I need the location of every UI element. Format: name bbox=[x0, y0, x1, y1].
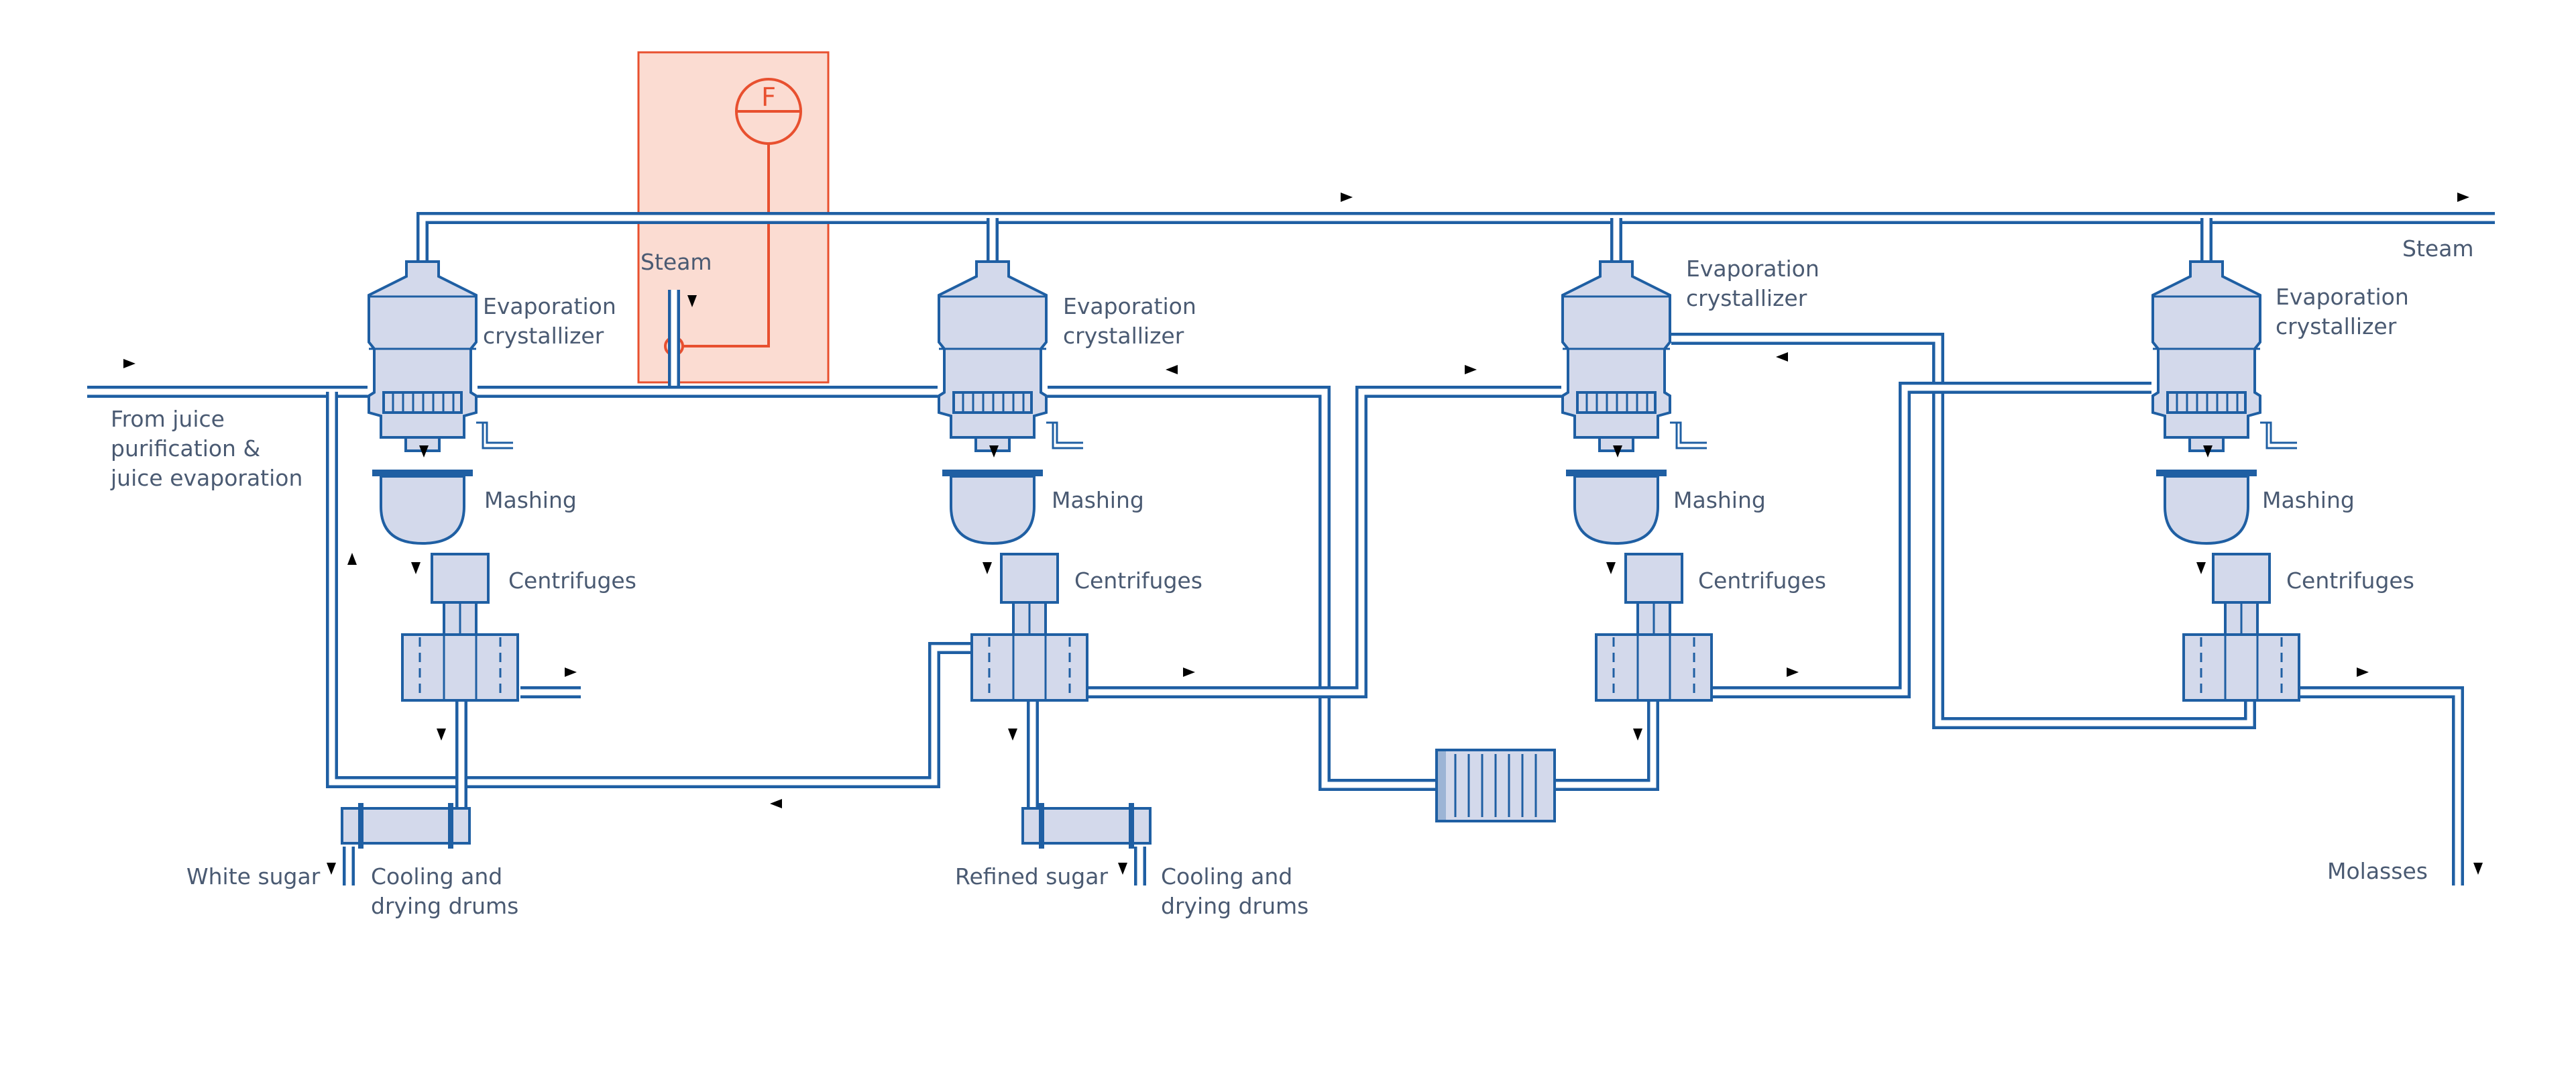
flow-arrow-icon bbox=[111, 359, 135, 368]
mashing-2 bbox=[941, 468, 1044, 545]
flow-arrow-icon bbox=[327, 851, 336, 875]
from-juice-line-3: juice evaporation bbox=[110, 465, 302, 491]
flow-arrow-icon bbox=[411, 550, 421, 574]
centrifuge-3 bbox=[1595, 553, 1713, 702]
mashing-4 bbox=[2155, 468, 2258, 545]
crystallizer-1 bbox=[368, 260, 514, 452]
mashing-3 bbox=[1565, 468, 1668, 545]
mashing-4-label: Mashing bbox=[2262, 487, 2355, 513]
centrifuge-4 bbox=[2182, 553, 2300, 702]
from-juice-line-1: From juice bbox=[111, 406, 225, 432]
crystallizer-3-label-line-1: Evaporation bbox=[1686, 256, 1819, 282]
cooling-drum-2 bbox=[1021, 802, 1152, 850]
centrifuges-4-label: Centrifuges bbox=[2286, 568, 2414, 594]
centrifuges-2-label: Centrifuges bbox=[1074, 568, 1202, 594]
flow-arrow-icon bbox=[1329, 193, 1353, 202]
crystallizer-1-label-line-2: crystallizer bbox=[483, 323, 604, 349]
from-juice-line-2: purification & bbox=[111, 435, 260, 462]
flow-arrow-icon bbox=[1118, 851, 1127, 875]
mashing-2-label: Mashing bbox=[1052, 487, 1144, 513]
flow-arrow-icon bbox=[1776, 352, 1800, 362]
flow-arrow-icon bbox=[2445, 193, 2469, 202]
flow-arrow-icon bbox=[437, 716, 446, 741]
flow-arrow-icon bbox=[347, 553, 357, 577]
centrifuges-3-label: Centrifuges bbox=[1698, 568, 1826, 594]
mashing-1 bbox=[371, 468, 474, 545]
centrifuge-1 bbox=[401, 553, 519, 702]
labels: From juice purification & juice evaporat… bbox=[110, 235, 2474, 919]
refined-sugar-label: Refined sugar bbox=[955, 863, 1108, 890]
flow-arrow-icon bbox=[1633, 716, 1642, 741]
flow-arrow-icon bbox=[1775, 667, 1799, 677]
flow-arrow-icon bbox=[553, 667, 577, 677]
molasses-label: Molasses bbox=[2327, 858, 2428, 884]
crystallizer-2-label-line-2: crystallizer bbox=[1063, 323, 1184, 349]
crystallizer-4-label-line-2: crystallizer bbox=[2276, 313, 2397, 339]
flow-arrow-icon bbox=[770, 799, 794, 808]
white-sugar-label: White sugar bbox=[186, 863, 321, 890]
flow-arrow-icon bbox=[1171, 667, 1195, 677]
control-letter: F bbox=[761, 83, 776, 112]
flow-arrow-icon bbox=[2345, 667, 2369, 677]
cooling-drum-1 bbox=[341, 802, 471, 850]
crystallizer-3-label-line-2: crystallizer bbox=[1686, 285, 1807, 311]
flow-arrow-icon bbox=[2196, 550, 2206, 574]
crystallizer-3 bbox=[1561, 260, 1708, 452]
crystallizer-1-label-line-1: Evaporation bbox=[483, 293, 616, 319]
cooling-1-label-line-2: drying drums bbox=[371, 893, 518, 919]
pipes bbox=[87, 212, 2495, 885]
crystallizer-2-label-line-1: Evaporation bbox=[1063, 293, 1196, 319]
steam-branch-label: Steam bbox=[640, 249, 712, 275]
flow-arrow-icon bbox=[1166, 365, 1190, 374]
flow-arrow-icon bbox=[1453, 365, 1477, 374]
crystallizer-2 bbox=[938, 260, 1084, 452]
flow-arrow-icon bbox=[1606, 550, 1616, 574]
steam-main-label: Steam bbox=[2402, 235, 2474, 262]
crystallizer-4-label-line-1: Evaporation bbox=[2276, 284, 2409, 310]
cooling-1-label-line-1: Cooling and bbox=[371, 863, 502, 890]
centrifuges-1-label: Centrifuges bbox=[508, 568, 636, 594]
cooling-2-label-line-2: drying drums bbox=[1161, 893, 1308, 919]
centrifuge-2 bbox=[970, 553, 1088, 702]
flow-arrow-icon bbox=[1008, 716, 1017, 741]
flow-arrow-icon bbox=[983, 550, 992, 574]
flow-arrow-icon bbox=[2473, 851, 2483, 875]
heat-exchanger-icon bbox=[1435, 749, 1556, 822]
flow-control-icon: F bbox=[735, 78, 802, 145]
mashing-1-label: Mashing bbox=[484, 487, 577, 513]
cooling-2-label-line-1: Cooling and bbox=[1161, 863, 1292, 890]
mashing-3-label: Mashing bbox=[1673, 487, 1766, 513]
